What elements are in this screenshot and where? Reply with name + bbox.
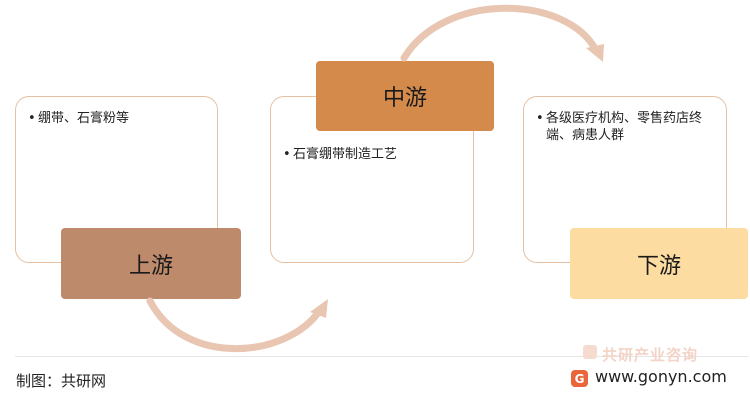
footer-divider	[15, 356, 748, 357]
upstream-bullet: • 绷带、石膏粉等	[28, 110, 213, 127]
watermark-logo-icon	[583, 345, 597, 359]
midstream-bullet-text: 石膏绷带制造工艺	[293, 147, 398, 162]
bullet-dot-icon: •	[536, 111, 544, 126]
downstream-label: 下游	[570, 228, 748, 299]
watermark-text: 共研产业咨询	[602, 346, 699, 364]
downstream-bullet-text: 各级医疗机构、零售药店终端、病患人群	[546, 111, 703, 143]
upstream-label: 上游	[61, 228, 241, 299]
gonyn-logo-icon: G	[571, 370, 588, 387]
arrow-midstream-to-downstream	[400, 4, 600, 62]
bullet-dot-icon: •	[28, 111, 36, 126]
upstream-bullet-text: 绷带、石膏粉等	[38, 111, 130, 126]
downstream-bullet: • 各级医疗机构、零售药店终端、病患人群	[536, 110, 724, 144]
midstream-bullet: • 石膏绷带制造工艺	[283, 146, 468, 163]
arrow-upstream-to-midstream	[146, 297, 324, 353]
website-url[interactable]: www.gonyn.com	[595, 367, 727, 386]
bullet-dot-icon: •	[283, 147, 291, 162]
arrow-head-icon	[586, 44, 604, 62]
chart-credit: 制图：共研网	[16, 372, 107, 390]
arrow-head-icon	[310, 299, 328, 318]
midstream-label: 中游	[316, 61, 494, 131]
